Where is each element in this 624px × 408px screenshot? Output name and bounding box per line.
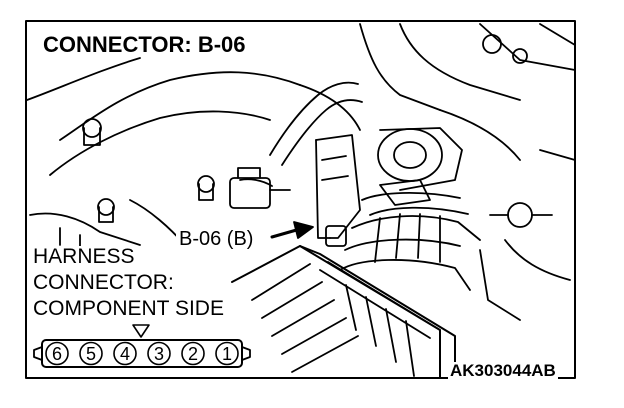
pin-number-3: 3 [154, 344, 164, 364]
page-title: CONNECTOR: B-06 [40, 34, 249, 56]
pin-number-6: 6 [52, 344, 62, 364]
pin-number-5: 5 [86, 344, 96, 364]
pin-circle-2 [181, 341, 205, 366]
pin-number-2: 2 [188, 344, 198, 364]
connector-callout-label: B-06 (B) [176, 229, 257, 249]
intake-manifold-outline [29, 199, 186, 249]
sensor-connector [229, 167, 291, 209]
bolt-heads [82, 34, 528, 223]
hose-outline [239, 81, 363, 187]
harness-connector-body [41, 339, 243, 368]
pin-pointer-triangle [132, 324, 150, 338]
connector-left-latch [33, 346, 43, 361]
harness-label-line-2: CONNECTOR: [30, 272, 177, 293]
bracket-b06 [315, 134, 361, 247]
pin-number-1: 1 [222, 344, 232, 364]
engine-block-outline [26, 23, 576, 176]
pin-circle-3 [147, 341, 171, 366]
right-fittings [479, 149, 576, 321]
pin-circle-1 [215, 341, 239, 366]
connector-right-latch [241, 346, 251, 361]
throttle-body-outline [361, 127, 469, 216]
reference-code: AK303044AB [448, 361, 558, 380]
harness-label-line-3: COMPONENT SIDE [30, 298, 227, 319]
pin-circle-5 [79, 341, 103, 366]
harness-label-line-1: HARNESS [30, 246, 138, 267]
pin-circle-4 [113, 341, 137, 366]
air-intake-duct [339, 213, 481, 291]
figure-frame [25, 20, 576, 379]
pin-number-4: 4 [120, 344, 130, 364]
harness-connector-pins: 6 5 4 3 2 1 [33, 339, 251, 368]
pin-circle-6 [45, 341, 69, 366]
callout-arrow [270, 221, 314, 239]
air-cleaner-box [231, 245, 456, 379]
